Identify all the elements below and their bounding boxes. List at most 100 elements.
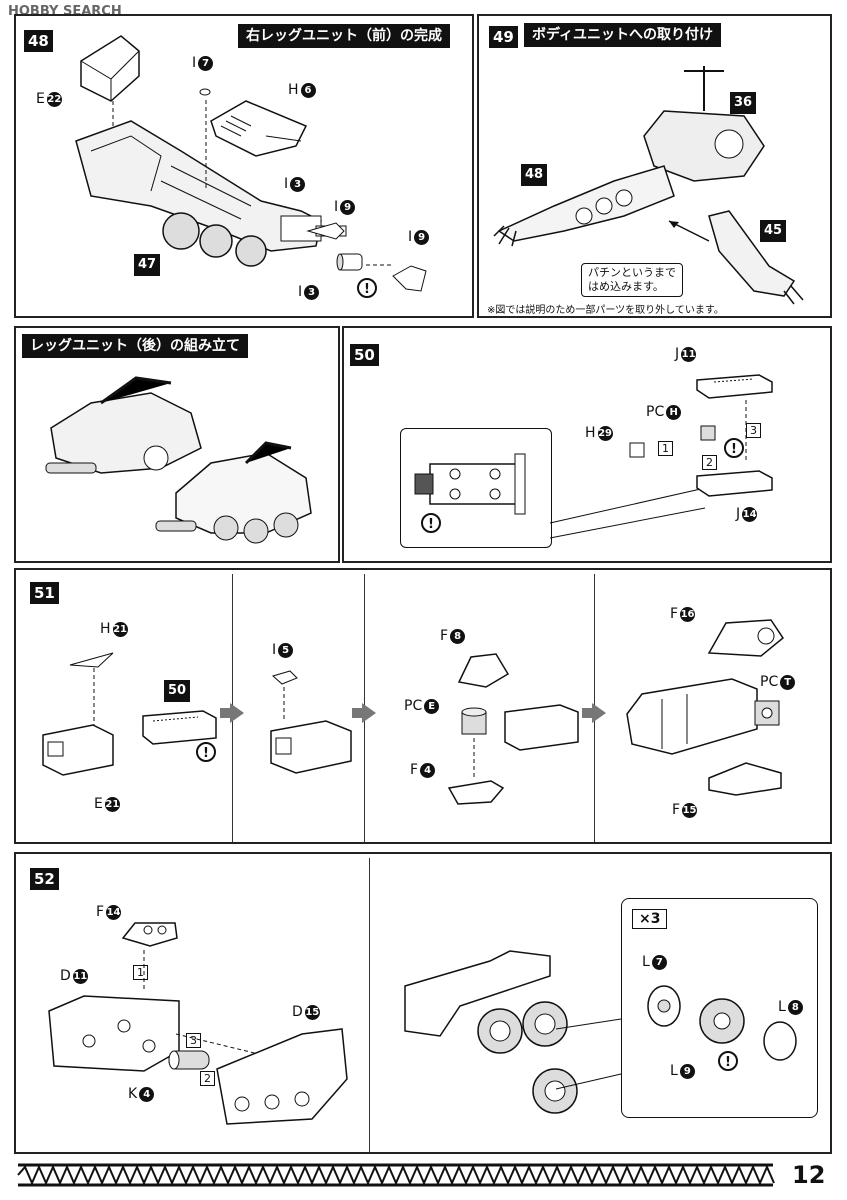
dash-arrow — [366, 264, 394, 266]
part-i7-pin — [199, 88, 211, 96]
rear-leg-assembly — [404, 950, 578, 1114]
rear-leg-illustration-1 — [45, 376, 202, 474]
callout-line-1: パチンというまで — [588, 266, 676, 279]
ref-step-47: 47 — [134, 254, 161, 276]
sub-assembly-4 — [626, 678, 758, 755]
part-f16 — [707, 619, 785, 657]
dash-line — [473, 738, 475, 778]
step-number: 52 — [30, 868, 59, 890]
step-title: 右レッグユニット（前）の完成 — [238, 24, 450, 48]
next-arrow-head — [230, 703, 244, 723]
next-arrow — [582, 708, 594, 718]
next-arrow — [352, 708, 364, 718]
callout-line-2: はめ込みます。 — [588, 280, 664, 293]
leg-45-illustration — [708, 210, 804, 305]
part-i5 — [271, 670, 298, 685]
order-1: 1 — [133, 964, 148, 980]
rear-leg-panel: レッグユニット（後）の組み立て — [14, 326, 340, 563]
detail-leader — [549, 487, 706, 539]
part-pc-t — [754, 700, 780, 726]
inset-leader — [555, 1018, 622, 1090]
part-pc-e — [461, 707, 487, 735]
section-title: レッグユニット（後）の組み立て — [22, 334, 248, 358]
dash-line — [93, 668, 95, 728]
part-d15 — [216, 1028, 348, 1125]
page-number: 12 — [792, 1161, 826, 1189]
part-k4 — [168, 1050, 210, 1070]
dash-line — [283, 687, 285, 722]
dash-line — [205, 100, 207, 190]
next-arrow — [220, 708, 232, 718]
detail-inset: ! — [400, 428, 552, 548]
order-3: 3 — [746, 422, 761, 438]
part-l8 — [763, 1021, 797, 1061]
next-arrow-head — [362, 703, 376, 723]
sub-assembly-2 — [270, 720, 352, 774]
part-e21 — [42, 724, 114, 776]
part-pc-h — [700, 425, 716, 441]
rear-leg-illustration-2 — [155, 441, 312, 544]
part-e22-illustration — [80, 35, 140, 102]
part-h6-illustration — [210, 100, 308, 157]
multiplier-badge: ×3 — [632, 909, 668, 929]
detail-part — [414, 453, 526, 515]
part-f4 — [447, 780, 505, 805]
part-f14 — [121, 922, 178, 947]
ref-step-48: 48 — [521, 164, 548, 186]
order-3: 3 — [186, 1032, 201, 1048]
step-title: ボディユニットへの取り付け — [524, 23, 722, 47]
step-number: 51 — [30, 582, 59, 604]
part-l7 — [647, 985, 681, 1027]
ref-step-50: 50 — [164, 680, 191, 702]
divider — [369, 858, 370, 1152]
step-number: 48 — [24, 30, 53, 52]
body-unit-illustration — [493, 66, 765, 247]
part-l9 — [699, 998, 745, 1044]
part-sub3-body — [504, 704, 579, 751]
caution-icon: ! — [724, 438, 744, 458]
part-f8 — [457, 653, 510, 688]
caution-icon: ! — [718, 1051, 738, 1071]
caution-icon: ! — [357, 278, 377, 298]
order-2: 2 — [702, 454, 717, 470]
attach-arrow — [668, 220, 710, 242]
order-1: 1 — [658, 440, 673, 456]
callout-box: パチンというまで はめ込みます。 — [581, 263, 683, 297]
part-i9-claw — [392, 265, 427, 292]
part-50-assembly — [142, 710, 217, 745]
caution-icon: ! — [421, 513, 441, 533]
next-arrow-head — [592, 703, 606, 723]
note-text: ※図では説明のため一部パーツを取り外しています。 — [487, 305, 724, 316]
part-h29 — [629, 442, 645, 458]
ref-step-36: 36 — [730, 92, 757, 114]
dash-line — [143, 950, 145, 990]
